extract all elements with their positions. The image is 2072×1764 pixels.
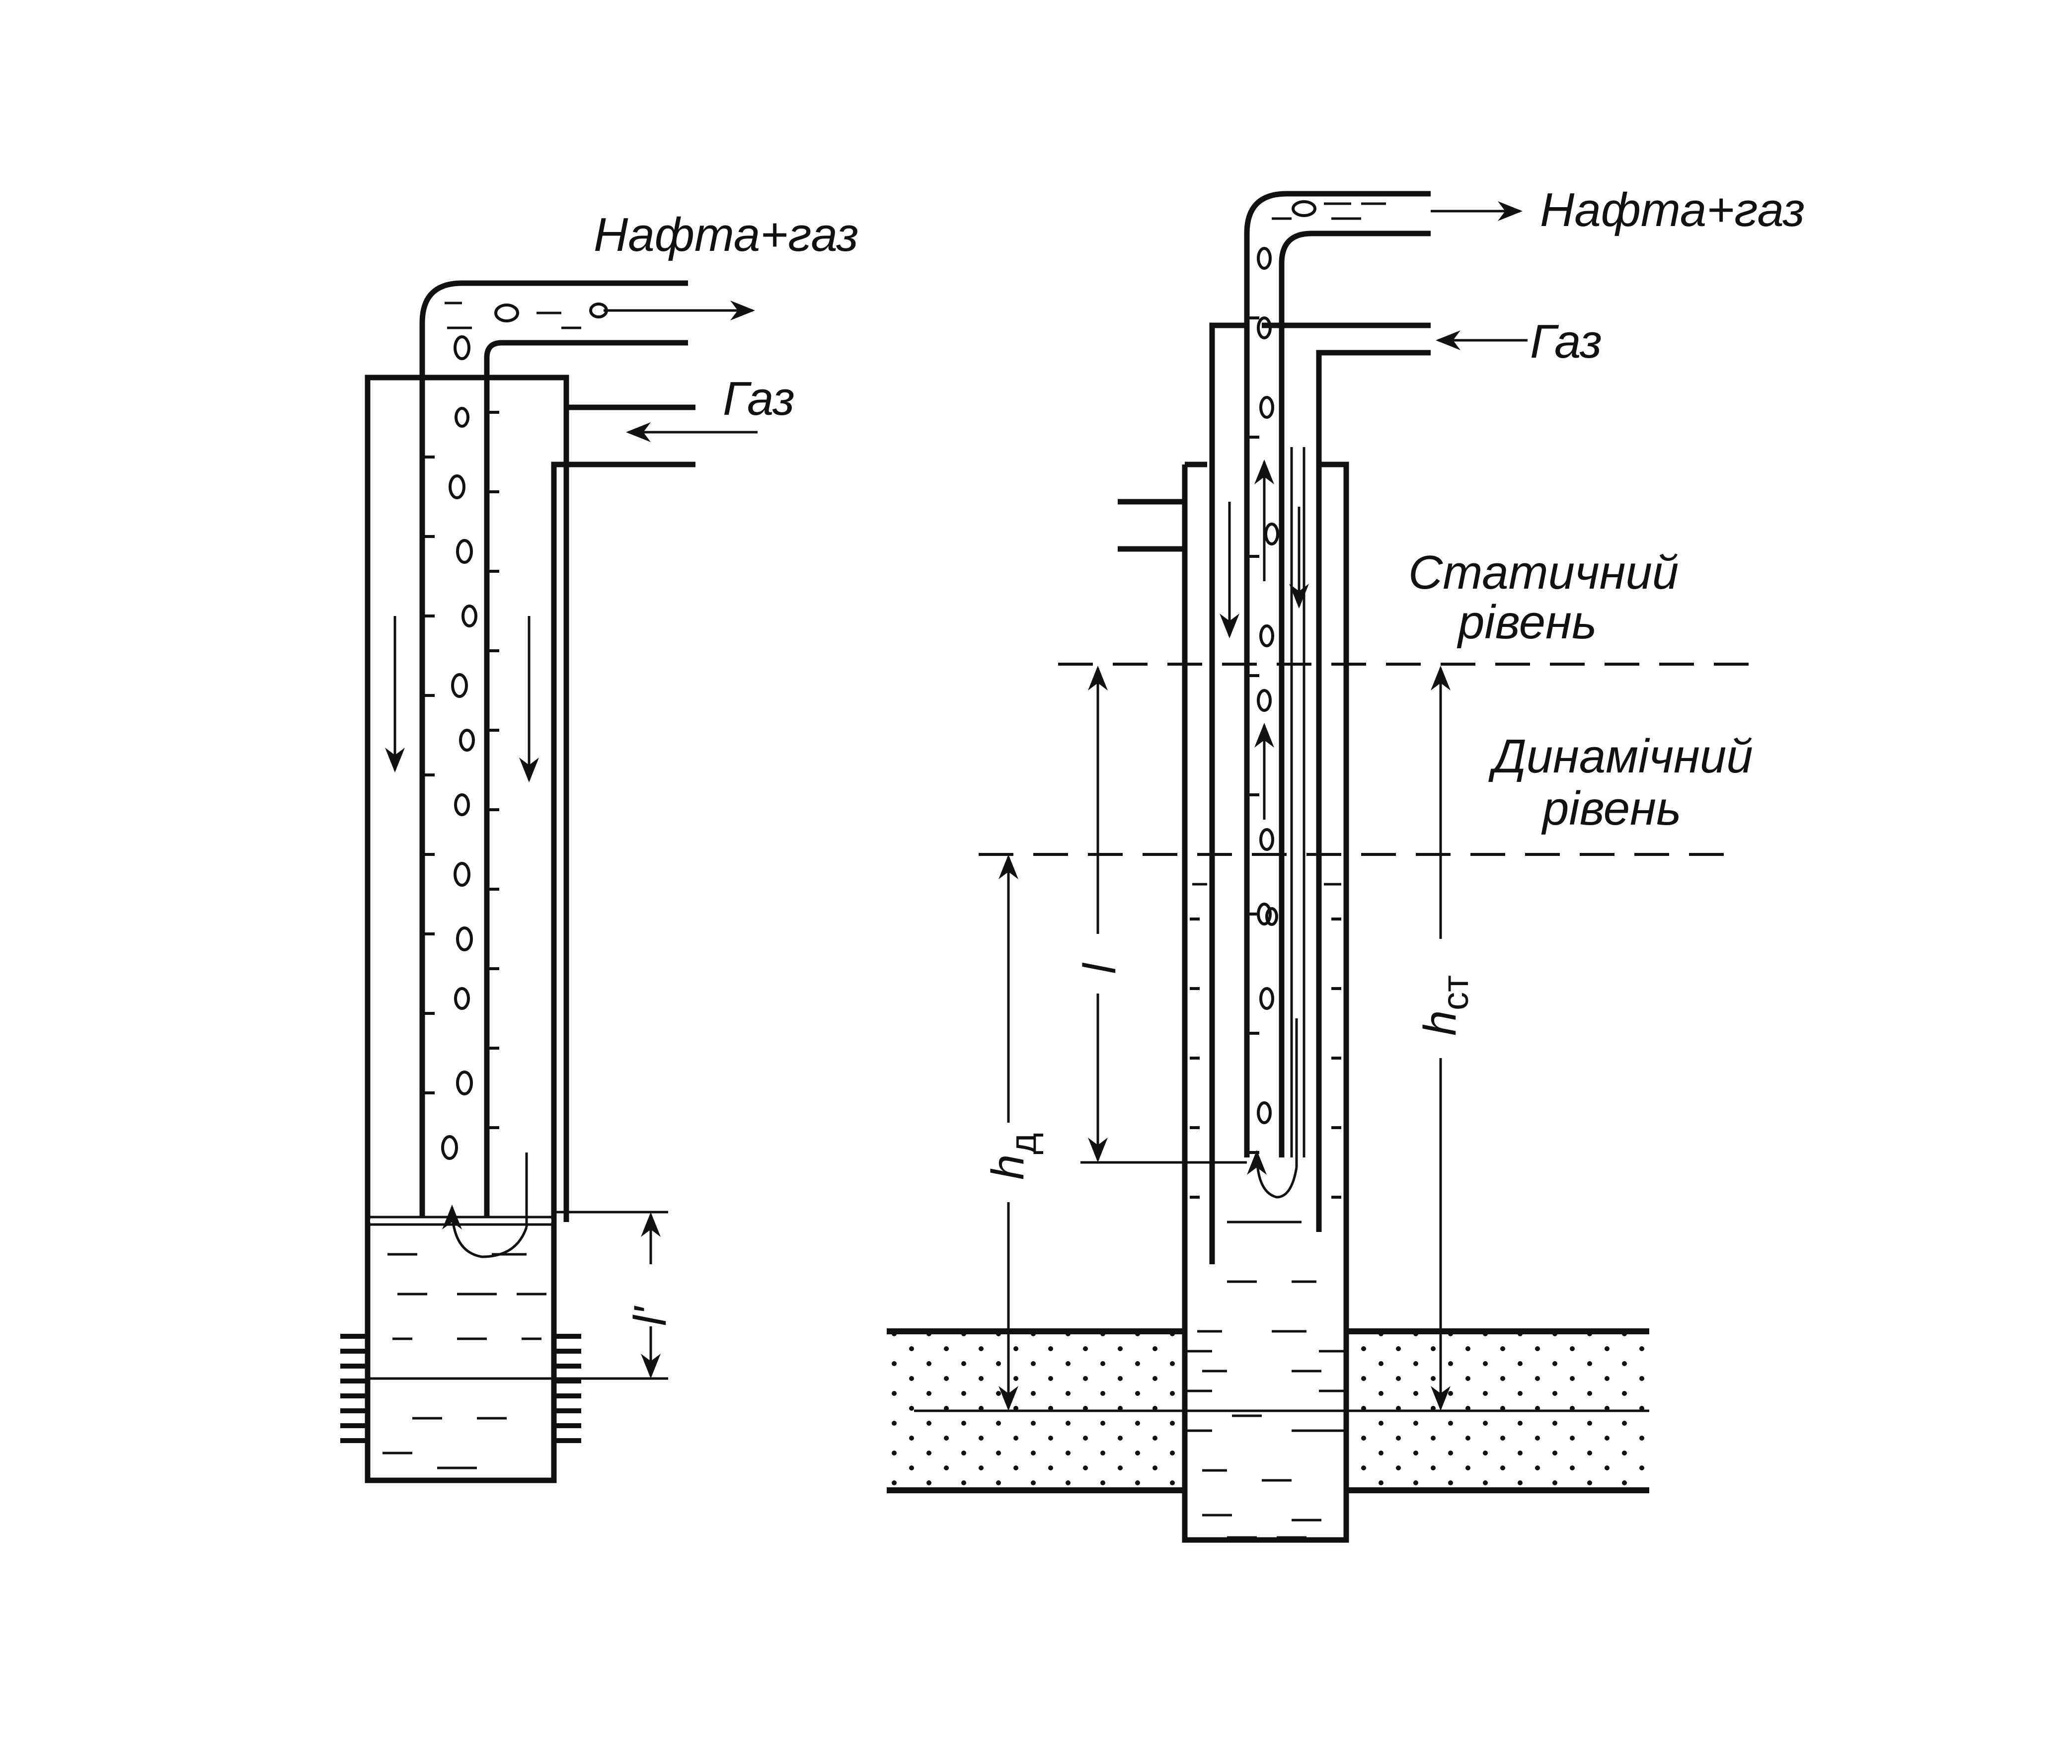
- static-height-symbol: h: [1415, 1010, 1465, 1036]
- dynamic-level-label-line1: Динамічний: [1488, 730, 1753, 783]
- static-level-label-line2: рівень: [1457, 596, 1597, 649]
- left-outlet-label: Нафта+газ: [594, 208, 858, 261]
- left-submergence-dimension: l': [556, 1211, 676, 1380]
- static-height-label: hст: [1415, 975, 1476, 1036]
- static-level-label-line1: Статичний: [1408, 546, 1679, 599]
- formation-layer: [887, 1328, 1649, 1493]
- left-tubing-ticks: [425, 376, 499, 1129]
- right-flow-arrows: [1220, 201, 1528, 1199]
- length-label: l: [1074, 962, 1125, 974]
- right-casing: [1182, 461, 1349, 1543]
- right-scheme: l hд hст Нафта+газ Газ Статичний рівень …: [887, 183, 1805, 1543]
- left-gas-bubbles: [441, 302, 608, 1160]
- right-gas-annulus-pipe: [1209, 322, 1431, 1264]
- dynamic-height-dimension: hд: [983, 854, 1044, 1411]
- left-gas-inlet-pipe: [566, 404, 695, 467]
- left-liquid: [368, 1216, 554, 1469]
- left-tubing: [419, 280, 688, 1217]
- dynamic-height-label: hд: [983, 1133, 1044, 1180]
- static-height-dimension: hст: [1415, 666, 1476, 1411]
- left-submergence-label: l': [625, 1305, 676, 1326]
- left-perforations: [340, 1334, 581, 1443]
- right-outlet-label: Нафта+газ: [1540, 183, 1805, 236]
- dynamic-level-label-line2: рівень: [1541, 782, 1681, 835]
- left-scheme: l' Нафта+газ Газ: [340, 208, 858, 1483]
- left-flow-arrows: [385, 301, 758, 1258]
- right-liquid: [1187, 883, 1344, 1539]
- left-inlet-label: Газ: [723, 372, 795, 425]
- right-gas-bubbles: [1257, 200, 1386, 1124]
- right-tubing-ticks: [1190, 316, 1341, 1199]
- dynamic-height-symbol: h: [983, 1154, 1033, 1180]
- length-dimension: l: [1074, 666, 1125, 1162]
- dynamic-height-subscript: д: [1002, 1133, 1044, 1154]
- right-casing-side-outlet: [1118, 499, 1185, 552]
- right-lift-tubing: [1244, 191, 1431, 1157]
- right-inlet-label: Газ: [1530, 315, 1602, 368]
- static-height-subscript: ст: [1435, 975, 1476, 1010]
